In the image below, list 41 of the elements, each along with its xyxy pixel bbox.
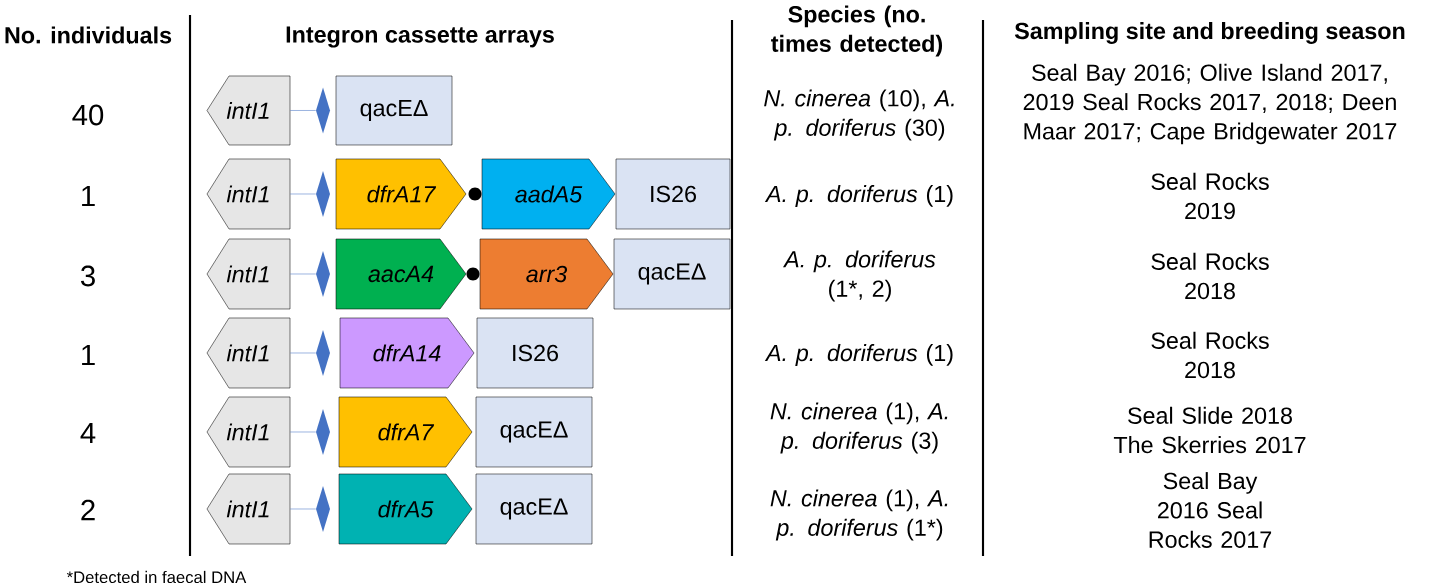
gene-box: IS26 [476, 317, 594, 389]
site-marker [316, 87, 330, 134]
column-header: Sampling site and breeding season [1014, 22, 1405, 44]
site-marker [316, 171, 330, 217]
connector-line [290, 193, 316, 195]
footnote: *Detected in faecal DNA [66, 570, 247, 584]
connector-line [290, 273, 316, 275]
table-cell: N. cinerea (1), A. p. doriferus (3) [770, 402, 948, 454]
count-number: 40 [72, 104, 104, 126]
column-header: No. individuals [5, 26, 172, 44]
gene-box: qacEΔ [475, 473, 593, 545]
site-marker [316, 486, 330, 532]
connector-line [290, 431, 316, 433]
connector-line [290, 508, 316, 510]
site-marker [316, 251, 330, 297]
count-number: 1 [82, 185, 95, 207]
table-cell: A. p. doriferus (1*, 2) [783, 250, 936, 302]
count-number: 1 [82, 344, 95, 366]
connector-line [290, 110, 316, 111]
table-cell: N. cinerea (10), A. p. doriferus (30) [764, 89, 954, 141]
table-cell: N. cinerea (1), A. p. doriferus (1*) [770, 489, 948, 541]
connector-line [290, 352, 316, 354]
column-header: Species (no. times detected) [771, 5, 943, 57]
site-marker [316, 409, 330, 455]
gene-box: qacEΔ [335, 75, 453, 146]
count-number: 4 [80, 422, 96, 444]
table-cell: Seal Slide 2018 The Skerries 2017 [1113, 406, 1306, 454]
table-cell: Seal Bay 2016 Seal Rocks 2017 [1149, 472, 1272, 548]
table-cell: Seal Bay 2016; Olive Island 2017, 2019 Seal Rocks 2017, 2018; Deen Maar 2017; Cape Bridgewater 2017 [1023, 63, 1397, 145]
count-number: 2 [81, 499, 95, 521]
count-number: 3 [80, 265, 95, 287]
gene-box: qacEΔ [613, 238, 731, 310]
column-header: Integron cassette arrays [286, 26, 554, 48]
table-cell: A. p. doriferus (1) [764, 344, 953, 366]
table-cell: Seal Rocks 2019 [1151, 172, 1269, 220]
site-marker [316, 330, 330, 376]
table-cell: Seal Rocks 2018 [1151, 331, 1269, 379]
gene-box: IS26 [615, 158, 731, 230]
table-cell: A. p. doriferus (1) [764, 185, 953, 207]
gene-box: qacEΔ [475, 396, 593, 468]
table-cell: Seal Rocks 2018 [1151, 252, 1269, 300]
